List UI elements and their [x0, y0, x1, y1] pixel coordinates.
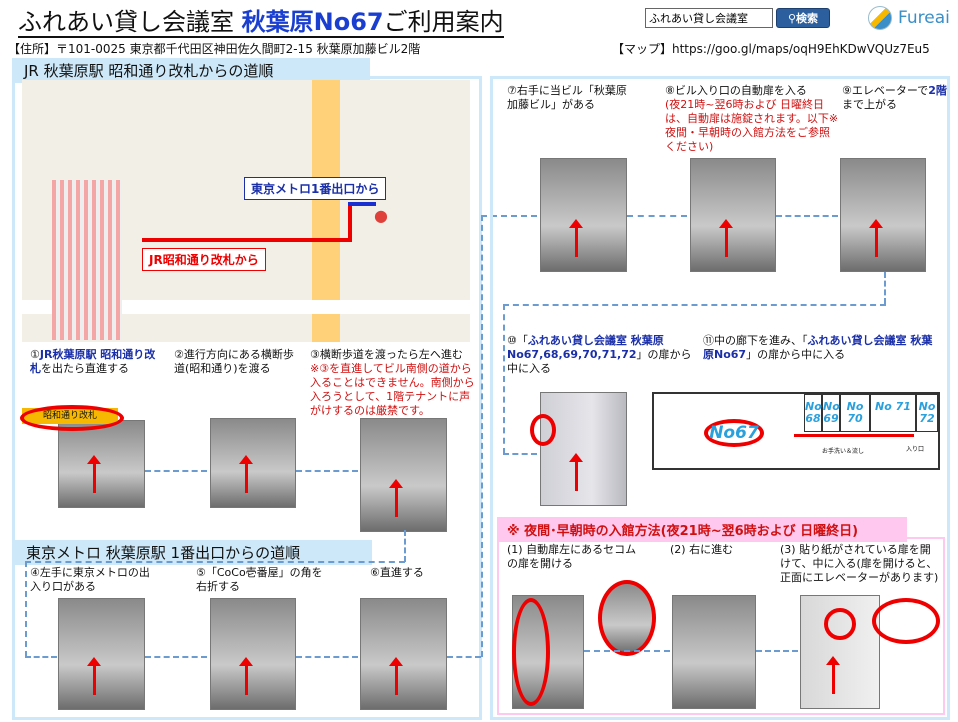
step-2: ②進行方向にある横断歩道(昭和通り)を渡る: [174, 348, 294, 375]
plan-room: No 71: [870, 394, 916, 432]
search-box: ⚲検索: [645, 8, 830, 28]
search-icon: ⚲: [787, 12, 797, 25]
night-heading: ※ 夜間･早朝時の入館方法(夜21時~翌6時および 日曜終日): [497, 517, 907, 542]
area-map[interactable]: ● 東京メトロ1番出口から JR昭和通り改札から: [22, 80, 470, 342]
step-4: ④左手に東京メトロの出入り口がある: [30, 566, 150, 593]
step-8-note: (夜21時~翌6時および 日曜終日は、自動扉は施錠されます。以下※夜間・早朝時の…: [665, 98, 839, 153]
photo-step-1: [58, 420, 145, 508]
search-button[interactable]: ⚲検索: [776, 8, 830, 28]
step-7: ⑦右手に当ビル「秋葉原加藤ビル」がある: [507, 84, 627, 111]
logo-icon: [868, 6, 892, 30]
plan-room: No 68: [804, 394, 822, 432]
photo-step-5: [210, 598, 296, 710]
map-pin-icon: ●: [374, 206, 388, 225]
night-step-1: (1) 自動扉左にあるセコムの扉を開ける: [507, 543, 637, 570]
plan-room: No 72: [916, 394, 938, 432]
metro-section-heading: 東京メトロ 秋葉原駅 1番出口からの道順: [14, 540, 372, 565]
plan-room-67: No67: [704, 419, 764, 447]
room-name: 秋葉原No67: [241, 8, 384, 36]
step-1: ①JR秋葉原駅 昭和通り改札を出たら直進する: [30, 348, 156, 375]
photo-step-4: [58, 598, 145, 710]
floor-plan: No67 No 68 No 69 No 70 No 71 No 72 お手洗い＆…: [652, 392, 940, 470]
step-5: ⑤「CoCo壱番屋」の角を右折する: [196, 566, 323, 593]
photo-step-2: [210, 418, 296, 508]
step-9: ⑨エレベーターで2階まで上がる: [842, 84, 947, 111]
step-10: ⑩「ふれあい貸し会議室 秋葉原No67,68,69,70,71,72」の扉から中…: [507, 334, 692, 375]
search-input[interactable]: [645, 8, 773, 28]
photo-step-10: [540, 392, 627, 506]
photo-step-3: [360, 418, 447, 532]
photo-step-8: [690, 158, 776, 272]
step-3: ③横断歩道を渡ったら左へ進む※③を直進してビル南側の道から入ることはできません。…: [310, 348, 475, 417]
photo-step-7: [540, 158, 627, 272]
plan-room: No 69: [822, 394, 840, 432]
photo-step-9: [840, 158, 926, 272]
right-panel: [490, 76, 950, 720]
photo-night-2: [672, 595, 756, 709]
night-step-3: (3) 貼り紙がされている扉を開けて、中に入る(扉を開けると、正面にエレベーター…: [780, 543, 939, 584]
address: 【住所】〒101-0025 東京都千代田区神田佐久間町2-15 秋葉原加藤ビル2…: [8, 42, 421, 56]
plan-room: No 70: [840, 394, 870, 432]
night-step-2: (2) 右に進む: [670, 543, 734, 556]
jr-section-heading: JR 秋葉原駅 昭和通り改札からの道順: [12, 58, 370, 83]
photo-step-6: [360, 598, 447, 710]
page-title: ふれあい貸し会議室 秋葉原No67ご利用案内: [18, 8, 504, 38]
step-3-warning: ※③を直進してビル南側の道から入ることはできません。南側から入ろうとして、1階テ…: [310, 362, 475, 417]
map-label-jr: JR昭和通り改札から: [142, 248, 266, 271]
map-label-metro: 東京メトロ1番出口から: [244, 177, 387, 200]
step-8: ⑧ビル入り口の自動扉を入る(夜21時~翌6時および 日曜終日は、自動扉は施錠され…: [665, 84, 839, 153]
map-link[interactable]: 【マップ】https://goo.gl/maps/oqH9EhKDwVQUz7E…: [612, 42, 930, 56]
step-11: ⑪中の廊下を進み、「ふれあい貸し会議室 秋葉原No67」の扉から中に入る: [703, 334, 933, 361]
step-6: ⑥直進する: [370, 566, 424, 579]
logo: Fureai: [868, 6, 950, 30]
